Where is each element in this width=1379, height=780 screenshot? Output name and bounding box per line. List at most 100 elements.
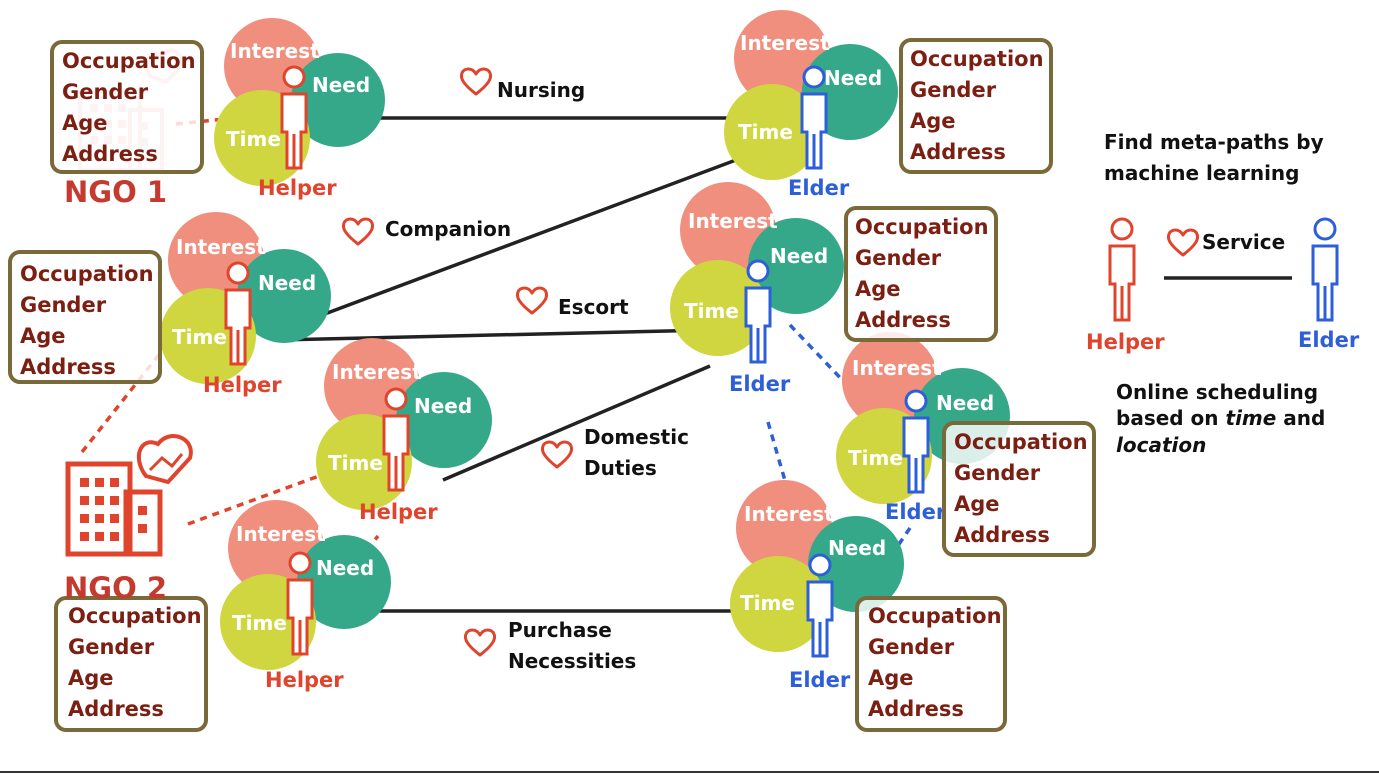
scheduling-line1: Online scheduling bbox=[1116, 380, 1318, 404]
attr-box-elder-4: Occupation Gender Age Address bbox=[855, 596, 1007, 732]
scheduling-line3: location bbox=[1116, 433, 1206, 457]
attr-gender: Gender bbox=[855, 246, 942, 270]
metapath-line1: Find meta-paths by bbox=[1104, 130, 1324, 154]
attr-occupation: Occupation bbox=[68, 604, 202, 628]
attr-gender: Gender bbox=[954, 461, 1041, 485]
helper-role-label: Helper bbox=[265, 668, 344, 692]
service-escort: Escort bbox=[558, 295, 629, 319]
ngo-2-building-icon bbox=[65, 434, 193, 557]
elder-person-icon bbox=[744, 259, 772, 364]
elder-role-label: Elder bbox=[729, 372, 791, 396]
heart-icon bbox=[463, 628, 497, 657]
service-domestic-line1: Domestic bbox=[584, 425, 689, 449]
time-label: Time bbox=[226, 127, 281, 151]
time-circle bbox=[730, 556, 826, 652]
elder-node-3: Interest Need Time Elder bbox=[836, 332, 1010, 524]
interest-label: Interest bbox=[236, 522, 326, 546]
time-label: Time bbox=[848, 446, 903, 470]
need-label: Need bbox=[258, 271, 316, 295]
service-purchase-line1: Purchase bbox=[508, 618, 612, 642]
attr-box-helper-1: Occupation Gender Age Address bbox=[50, 40, 204, 174]
elder-node-2: Interest Need Time Elder bbox=[670, 182, 844, 396]
helper-person-icon bbox=[224, 261, 252, 366]
legend-elder-icon bbox=[1311, 217, 1339, 322]
time-label: Time bbox=[232, 611, 287, 635]
need-circle bbox=[297, 535, 391, 629]
interest-label: Interest bbox=[176, 235, 266, 259]
elder-node-1: Interest Need Time Elder bbox=[724, 10, 898, 200]
attr-gender: Gender bbox=[62, 80, 149, 104]
interest-label: Interest bbox=[688, 209, 778, 233]
heart-icon bbox=[515, 286, 549, 315]
need-label: Need bbox=[414, 394, 472, 418]
need-label: Need bbox=[824, 66, 882, 90]
need-circle bbox=[748, 218, 844, 314]
attr-age: Age bbox=[910, 109, 956, 133]
attr-box-helper-4: Occupation Gender Age Address bbox=[54, 596, 208, 732]
interest-label: Interest bbox=[740, 31, 830, 55]
attr-box-elder-2: Occupation Gender Age Address bbox=[844, 206, 998, 342]
helper-node-2: Interest Need Time Helper bbox=[160, 212, 331, 397]
elder-role-label: Elder bbox=[885, 500, 947, 524]
attr-age: Age bbox=[68, 666, 114, 690]
metapath-line2: machine learning bbox=[1104, 161, 1299, 185]
elder-person-icon bbox=[806, 553, 834, 658]
attr-gender: Gender bbox=[910, 78, 997, 102]
ngo-1-label: NGO 1 bbox=[64, 175, 167, 209]
helper-role-label: Helper bbox=[359, 500, 438, 524]
interest-label: Interest bbox=[744, 502, 834, 526]
service-purchase-line2: Necessities bbox=[508, 649, 636, 673]
time-label: Time bbox=[738, 120, 793, 144]
legend-elder-label: Elder bbox=[1298, 328, 1360, 352]
need-circle bbox=[237, 249, 331, 343]
helper-person-icon bbox=[280, 65, 308, 170]
heart-icon bbox=[1166, 228, 1200, 257]
attr-occupation: Occupation bbox=[868, 604, 1002, 628]
helper-role-label: Helper bbox=[203, 373, 282, 397]
interest-label: Interest bbox=[852, 356, 942, 380]
attr-address: Address bbox=[954, 523, 1050, 547]
time-label: Time bbox=[328, 451, 383, 475]
attr-address: Address bbox=[62, 142, 158, 166]
time-circle bbox=[724, 84, 820, 180]
legend-helper-icon bbox=[1108, 217, 1136, 322]
link-companion bbox=[281, 149, 761, 332]
attr-box-elder-1: Occupation Gender Age Address bbox=[899, 38, 1053, 174]
legend-helper-label: Helper bbox=[1086, 330, 1165, 354]
need-circle bbox=[291, 53, 385, 147]
attr-gender: Gender bbox=[68, 635, 155, 659]
helper-node-3: Interest Need Time Helper bbox=[316, 338, 492, 524]
attr-age: Age bbox=[20, 324, 66, 348]
interest-circle bbox=[736, 480, 832, 576]
attr-age: Age bbox=[954, 492, 1000, 516]
helper-node-1: Interest Need Time Helper bbox=[214, 18, 385, 200]
scheduling-line2: based on time and bbox=[1116, 406, 1325, 430]
need-label: Need bbox=[828, 536, 886, 560]
heart-icon bbox=[459, 67, 493, 96]
helper-person-icon bbox=[382, 387, 410, 492]
attr-occupation: Occupation bbox=[910, 47, 1044, 71]
service-nursing: Nursing bbox=[497, 78, 585, 102]
elder-role-label: Elder bbox=[789, 668, 851, 692]
legend-service-label: Service bbox=[1202, 230, 1285, 254]
time-circle bbox=[670, 260, 766, 356]
service-domestic-line2: Duties bbox=[584, 456, 657, 480]
attr-gender: Gender bbox=[868, 635, 955, 659]
elder-person-icon bbox=[902, 389, 930, 494]
elder-role-label: Elder bbox=[788, 176, 850, 200]
elder-node-4: Interest Need Time Elder bbox=[730, 480, 904, 692]
attr-gender: Gender bbox=[20, 293, 107, 317]
helper-person-icon bbox=[286, 551, 314, 656]
link-escort bbox=[277, 328, 713, 342]
attr-age: Age bbox=[62, 111, 108, 135]
need-label: Need bbox=[770, 244, 828, 268]
attr-address: Address bbox=[20, 355, 116, 379]
attr-age: Age bbox=[855, 277, 901, 301]
attr-address: Address bbox=[68, 697, 164, 721]
heart-icon bbox=[540, 440, 574, 469]
service-links bbox=[277, 116, 780, 613]
time-label: Time bbox=[740, 591, 795, 615]
helper-role-label: Helper bbox=[258, 176, 337, 200]
